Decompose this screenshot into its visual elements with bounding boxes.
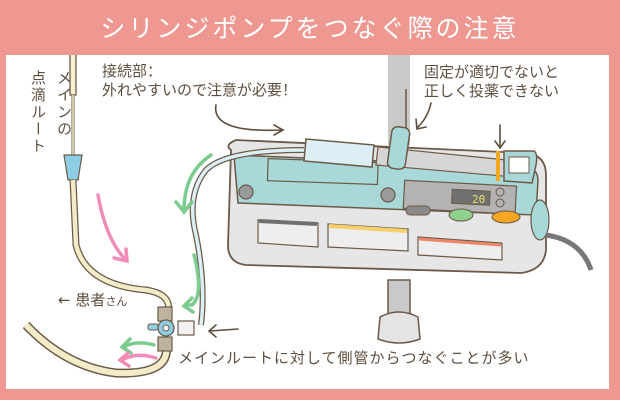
syringe-pump-illustration: 20	[22, 55, 594, 378]
pump-display: 20	[472, 193, 485, 206]
main-route-label-line1: メインの	[55, 70, 73, 138]
main-route-label-line2: 点滴ルート	[29, 70, 47, 155]
callout-arrows	[207, 102, 506, 338]
patient-tube	[22, 321, 171, 378]
pump-toggle-button	[405, 205, 431, 216]
patient-label: ← 患者さん	[58, 291, 127, 310]
side-tube-note: メインルートに対して側管からつなぐことが多い	[178, 349, 530, 367]
green-arrow-3	[122, 341, 156, 349]
flow-arrows	[96, 153, 213, 368]
pump-start-button	[448, 208, 474, 222]
patient-suffix: さん	[105, 295, 128, 308]
pink-arrow-2	[120, 353, 158, 362]
pink-arrow-1	[96, 193, 128, 262]
connection-warning-text: 外れやすいので注意が必要！	[102, 80, 298, 99]
fixation-callout-arrow	[417, 102, 432, 128]
syringe-clamp	[386, 125, 411, 170]
left-arrow-icon: ←	[58, 291, 71, 309]
connection-warning-label: 接続部： 外れやすいので注意が必要！	[102, 62, 297, 100]
green-arrow-2	[184, 253, 201, 307]
drip-chamber	[63, 154, 83, 181]
green-arrow-1	[182, 153, 213, 212]
page-title: シリンジポンプをつなぐ際の注意	[100, 14, 520, 43]
main-iv-route	[63, 55, 172, 319]
side-tube-callout-arrow	[209, 328, 239, 332]
patient-text: 患者	[75, 291, 106, 309]
pump-stop-button	[491, 210, 521, 224]
fixation-warning-line1: 固定が適切でないと	[424, 63, 560, 81]
syringe	[303, 125, 538, 184]
three-way-stopcock	[147, 306, 195, 352]
fixation-warning-line2: 正しく投薬できない	[424, 81, 560, 100]
connection-warning-heading: 接続部：	[102, 62, 163, 80]
fixation-warning-label: 固定が適切でないと 正しく投薬できない	[424, 63, 559, 101]
iv-pole	[377, 55, 421, 344]
connection-callout-arrow	[214, 104, 282, 132]
illustration-panel: 20	[6, 55, 609, 389]
